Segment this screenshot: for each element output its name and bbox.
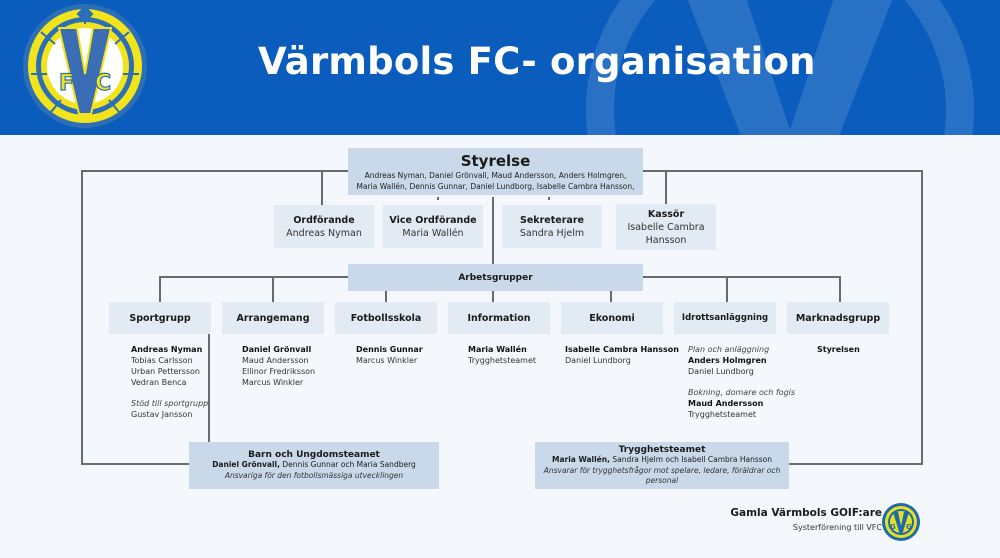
team-other-members: Dennis Gunnar och Maria Sandberg xyxy=(282,460,416,470)
member-lead: Anders Holmgren xyxy=(688,356,767,365)
group-title: Information xyxy=(467,312,531,324)
team-description: Ansvarar för trygghetsfrågor mot spelare… xyxy=(543,465,781,486)
team-title: Trygghetsteamet xyxy=(618,444,706,455)
styrelse-title: Styrelse xyxy=(460,151,531,170)
connector-right-loop xyxy=(643,170,923,465)
role-sekreterare: Sekreterare Sandra Hjelm xyxy=(502,205,602,248)
role-name: Isabelle Cambra Hansson xyxy=(627,221,705,246)
role-title: Vice Ordförande xyxy=(389,214,477,226)
group-information: Information xyxy=(448,302,550,334)
svg-text:G: G xyxy=(906,523,912,531)
sister-club-subtitle: Systerförening till VFC xyxy=(792,523,882,532)
team-members: Maria Wallén, Sandra Hjelm och Isabell C… xyxy=(552,455,772,466)
member-section-label: Stöd till sportgrupp xyxy=(131,399,209,408)
team-lead: Maria Wallén, xyxy=(552,455,610,464)
member: Gustav Jansson xyxy=(131,410,193,419)
group-title: Idrottsanläggning xyxy=(681,313,769,323)
team-other-members: Sandra Hjelm och Isabell Cambra Hansson xyxy=(612,455,772,464)
member: Vedran Benca xyxy=(131,378,187,387)
member: Trygghetsteamet xyxy=(468,356,536,365)
group-ekonomi: Ekonomi xyxy=(561,302,663,334)
idrottsanlaggning-members: Plan och anläggning Anders Holmgren Dani… xyxy=(688,344,795,420)
member: Marcus Winkler xyxy=(242,378,304,387)
role-name: Maria Wallén xyxy=(402,227,464,239)
page-title: Värmbols FC- organisation xyxy=(258,40,816,83)
connector-arbets-left xyxy=(159,276,348,302)
group-title: Sportgrupp xyxy=(129,312,191,324)
team-description: Ansvariga för den fotbollsmässiga utveck… xyxy=(224,470,404,480)
team-title: Barn och Ungdomsteamet xyxy=(248,449,380,460)
role-name: Andreas Nyman xyxy=(286,227,362,239)
role-name: Sandra Hjelm xyxy=(519,227,585,239)
member-lead: Maud Andersson xyxy=(688,399,764,408)
member-lead: Isabelle Cambra Hansson xyxy=(565,345,679,354)
member: Daniel Lundborg xyxy=(688,367,754,376)
gvgoif-crest-icon: G G xyxy=(882,503,920,541)
svg-text:G: G xyxy=(890,523,896,531)
group-marknadsgrupp: Marknadsgrupp xyxy=(787,302,889,334)
team-barn-ungdom: Barn och Ungdomsteamet Daniel Grönvall, … xyxy=(189,442,439,489)
group-title: Ekonomi xyxy=(589,312,635,324)
member-section-label: Plan och anläggning xyxy=(688,345,770,354)
information-members: Maria Wallén Trygghetsteamet xyxy=(468,344,536,366)
role-title: Kassör xyxy=(647,208,685,220)
member: Urban Pettersson xyxy=(131,367,200,376)
member: Maud Andersson xyxy=(242,356,309,365)
styrelse-members-line1: Andreas Nyman, Daniel Grönvall, Maud And… xyxy=(364,170,627,180)
arrangemang-members: Daniel Grönvall Maud Andersson Ellinor F… xyxy=(242,344,315,388)
styrelse-members-line2: Maria Wallén, Dennis Gunnar, Daniel Lund… xyxy=(356,181,635,191)
member: Ellinor Fredriksson xyxy=(242,367,316,376)
group-arrangemang: Arrangemang xyxy=(222,302,324,334)
member-lead: Daniel Grönvall xyxy=(242,345,312,354)
member-lead: Maria Wallén xyxy=(468,345,527,354)
footer-sister-club: Gamla Värmbols GOIF:are Systerförening t… xyxy=(730,503,940,545)
connector-arbets-right xyxy=(643,276,841,302)
group-title: Fotbollsskola xyxy=(350,312,422,324)
role-ordforande: Ordförande Andreas Nyman xyxy=(274,205,374,248)
group-title: Arrangemang xyxy=(236,312,310,324)
member: Trygghetsteamet xyxy=(688,410,756,419)
connector-left-loop xyxy=(81,170,348,465)
vfc-club-crest-icon: F C xyxy=(23,4,147,128)
team-trygghet: Trygghetsteamet Maria Wallén, Sandra Hje… xyxy=(535,442,789,489)
member-lead: Styrelsen xyxy=(817,345,860,354)
sportgrupp-members: Andreas Nyman Tobias Carlsson Urban Pett… xyxy=(131,344,208,420)
crest-watermark-icon xyxy=(586,0,974,135)
arbetsgrupper-title: Arbetsgrupper xyxy=(458,272,533,283)
member-lead: Dennis Gunnar xyxy=(356,345,423,354)
role-title: Sekreterare xyxy=(520,214,584,226)
svg-text:F: F xyxy=(59,71,74,96)
role-kassor: Kassör Isabelle Cambra Hansson xyxy=(616,204,716,250)
team-members: Daniel Grönvall, Dennis Gunnar och Maria… xyxy=(212,460,416,471)
arbetsgrupper-box: Arbetsgrupper xyxy=(348,264,643,291)
group-idrottsanlaggning: Idrottsanläggning xyxy=(674,302,776,334)
role-title: Ordförande xyxy=(293,214,355,226)
team-lead: Daniel Grönvall, xyxy=(212,460,280,470)
group-sportgrupp: Sportgrupp xyxy=(109,302,211,334)
member: Tobias Carlsson xyxy=(131,356,193,365)
member: Daniel Lundborg xyxy=(565,356,631,365)
styrelse-box: Styrelse Andreas Nyman, Daniel Grönvall,… xyxy=(348,148,643,195)
member-lead: Andreas Nyman xyxy=(131,345,203,354)
marknadsgrupp-members: Styrelsen xyxy=(817,344,860,355)
group-fotbollsskola: Fotbollsskola xyxy=(335,302,437,334)
header-banner: F C Värmbols FC- organisation xyxy=(0,0,1000,135)
svg-text:C: C xyxy=(95,71,111,96)
role-vice-ordforande: Vice Ordförande Maria Wallén xyxy=(383,205,483,248)
group-title: Marknadsgrupp xyxy=(795,312,881,324)
member: Marcus Winkler xyxy=(356,356,418,365)
fotbollsskola-members: Dennis Gunnar Marcus Winkler xyxy=(356,344,423,366)
member-section-label: Bokning, domare och fogis xyxy=(688,388,796,397)
sister-club-name: Gamla Värmbols GOIF:are xyxy=(730,507,882,519)
ekonomi-members: Isabelle Cambra Hansson Daniel Lundborg xyxy=(565,344,679,366)
